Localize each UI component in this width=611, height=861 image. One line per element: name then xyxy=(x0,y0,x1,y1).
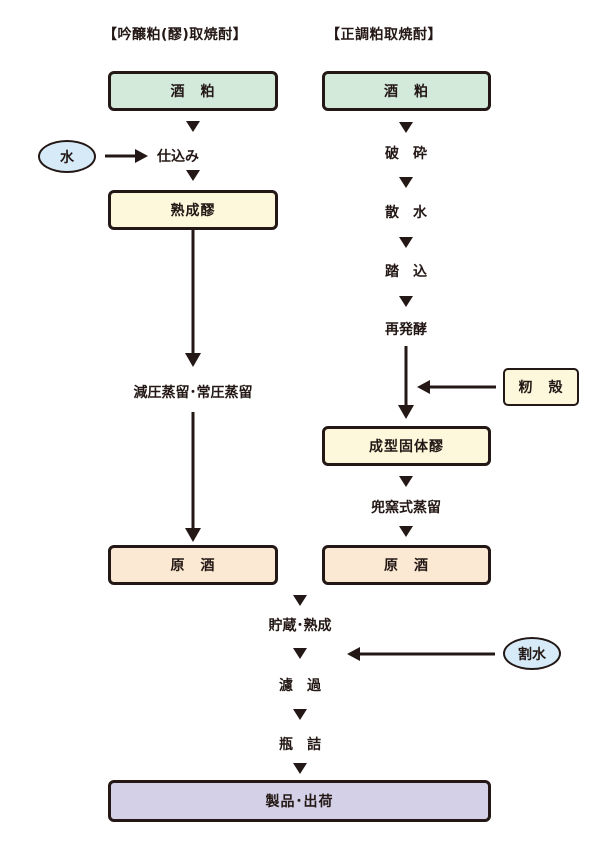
arrow-down-icon xyxy=(293,595,307,606)
arrow-down-icon xyxy=(399,177,413,188)
rice-husk-input-label: 籾 殻 xyxy=(518,380,564,396)
left-distillation-step: 減圧蒸留･常圧蒸留 xyxy=(133,385,253,401)
right-flow-line xyxy=(404,346,408,406)
left-mature-mash-label: 熟成醪 xyxy=(170,203,216,219)
rice-husk-arrow-line xyxy=(428,385,496,389)
right-treading-step: 踏 込 xyxy=(385,264,427,280)
arrow-down-icon xyxy=(399,526,413,537)
arrow-down-icon xyxy=(399,237,413,248)
water-input-ellipse: 水 xyxy=(38,140,96,173)
rice-husk-input-box: 籾 殻 xyxy=(503,368,579,406)
arrow-down-icon xyxy=(398,405,414,419)
right-solid-mash-box: 成型固体醪 xyxy=(322,426,491,466)
product-shipping-box: 製品･出荷 xyxy=(108,780,491,822)
dilution-water-ellipse: 割水 xyxy=(503,637,561,670)
left-sake-lees-box: 酒 粕 xyxy=(108,71,278,111)
left-raw-spirit-label: 原 酒 xyxy=(170,558,216,574)
right-solid-mash-label: 成型固体醪 xyxy=(369,439,444,455)
arrow-down-icon xyxy=(293,763,307,774)
right-sake-lees-box: 酒 粕 xyxy=(322,71,491,111)
left-column-title: 【吟醸粕(醪)取焼酎】 xyxy=(103,27,248,43)
right-refermentation-step: 再発酵 xyxy=(385,322,427,338)
left-mature-mash-box: 熟成醪 xyxy=(108,190,278,230)
arrow-down-icon xyxy=(185,528,201,542)
arrow-down-icon xyxy=(399,122,413,133)
arrow-down-icon xyxy=(186,121,200,132)
storage-aging-step: 貯蔵･熟成 xyxy=(268,618,332,634)
arrow-down-icon xyxy=(399,296,413,307)
product-shipping-label: 製品･出荷 xyxy=(265,794,334,810)
right-column-title: 【正調粕取焼酎】 xyxy=(326,27,442,43)
right-crushing-step: 破 砕 xyxy=(385,146,427,162)
arrow-left-icon xyxy=(417,380,430,394)
right-water-spray-step: 散 水 xyxy=(385,205,427,221)
right-sake-lees-label: 酒 粕 xyxy=(384,84,429,100)
left-raw-spirit-box: 原 酒 xyxy=(108,545,278,585)
arrow-down-icon xyxy=(186,170,200,181)
arrow-down-icon xyxy=(399,476,413,487)
arrow-right-icon xyxy=(135,149,148,163)
bottling-step: 瓶 詰 xyxy=(279,737,321,753)
arrow-down-icon xyxy=(293,709,307,720)
left-flow-line-1 xyxy=(191,230,195,354)
water-input-label: 水 xyxy=(60,149,74,166)
dilution-arrow-line xyxy=(358,652,495,656)
right-pot-still-step: 兜窯式蒸留 xyxy=(371,500,441,516)
left-flow-line-2 xyxy=(191,412,195,530)
arrow-left-icon xyxy=(347,647,360,661)
right-raw-spirit-box: 原 酒 xyxy=(322,545,491,585)
right-raw-spirit-label: 原 酒 xyxy=(384,558,429,574)
filtration-step: 濾 過 xyxy=(279,678,321,694)
water-arrow-line xyxy=(105,154,137,158)
left-sake-lees-label: 酒 粕 xyxy=(170,84,216,100)
left-preparation-step: 仕込み xyxy=(157,149,199,165)
arrow-down-icon xyxy=(293,648,307,659)
dilution-water-label: 割水 xyxy=(518,646,546,663)
arrow-down-icon xyxy=(185,353,201,367)
